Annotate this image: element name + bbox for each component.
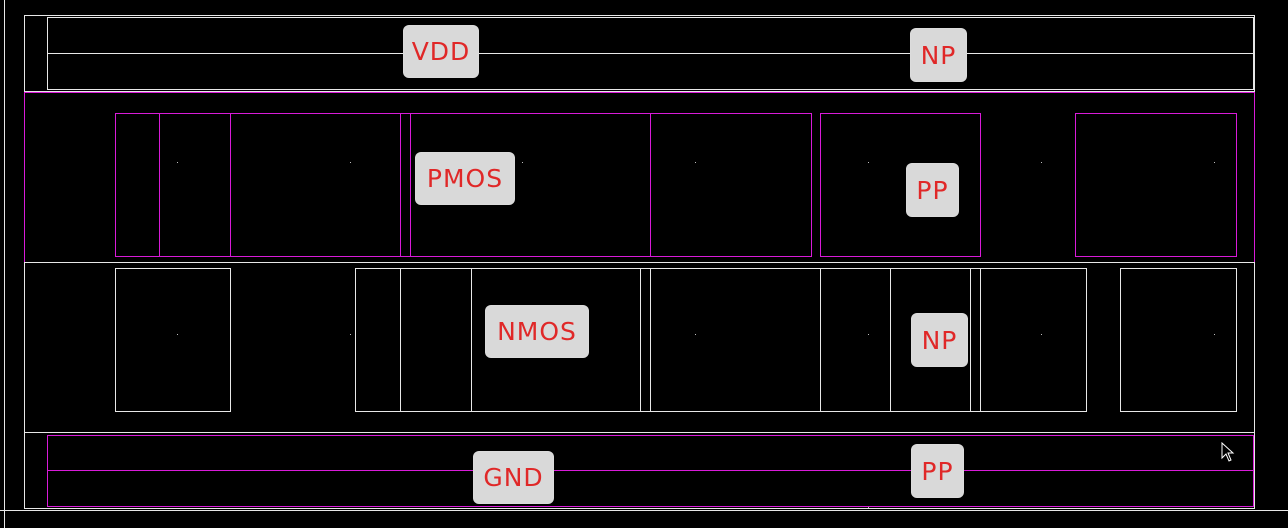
pp-bottom-label[interactable]: PP	[911, 444, 964, 498]
pmos-region-outline[interactable]	[24, 92, 1255, 263]
pmos-device-2[interactable]	[400, 113, 812, 257]
pmos-device-4[interactable]	[1075, 113, 1237, 257]
nmos-device-4[interactable]	[1120, 268, 1237, 412]
pmos-label[interactable]: PMOS	[415, 152, 515, 205]
gnd-cell-outline[interactable]	[24, 432, 1255, 509]
nmos-device-3[interactable]	[650, 268, 1087, 412]
np-bottom-label[interactable]: NP	[911, 313, 968, 367]
vdd-label[interactable]: VDD	[403, 25, 479, 78]
nmos-region-outline[interactable]	[24, 262, 1255, 433]
nmos-device-1[interactable]	[115, 268, 231, 412]
pmos-device-1[interactable]	[115, 113, 411, 257]
nmos-label[interactable]: NMOS	[485, 305, 589, 358]
gnd-label[interactable]: GND	[473, 451, 554, 504]
vdd-cell-outline[interactable]	[24, 15, 1255, 92]
pp-top-label[interactable]: PP	[906, 163, 959, 217]
np-top-label[interactable]: NP	[910, 28, 967, 82]
arrow-cursor-icon	[1221, 442, 1235, 462]
pmos-device-3[interactable]	[820, 113, 981, 257]
contact-dots	[177, 162, 1215, 508]
